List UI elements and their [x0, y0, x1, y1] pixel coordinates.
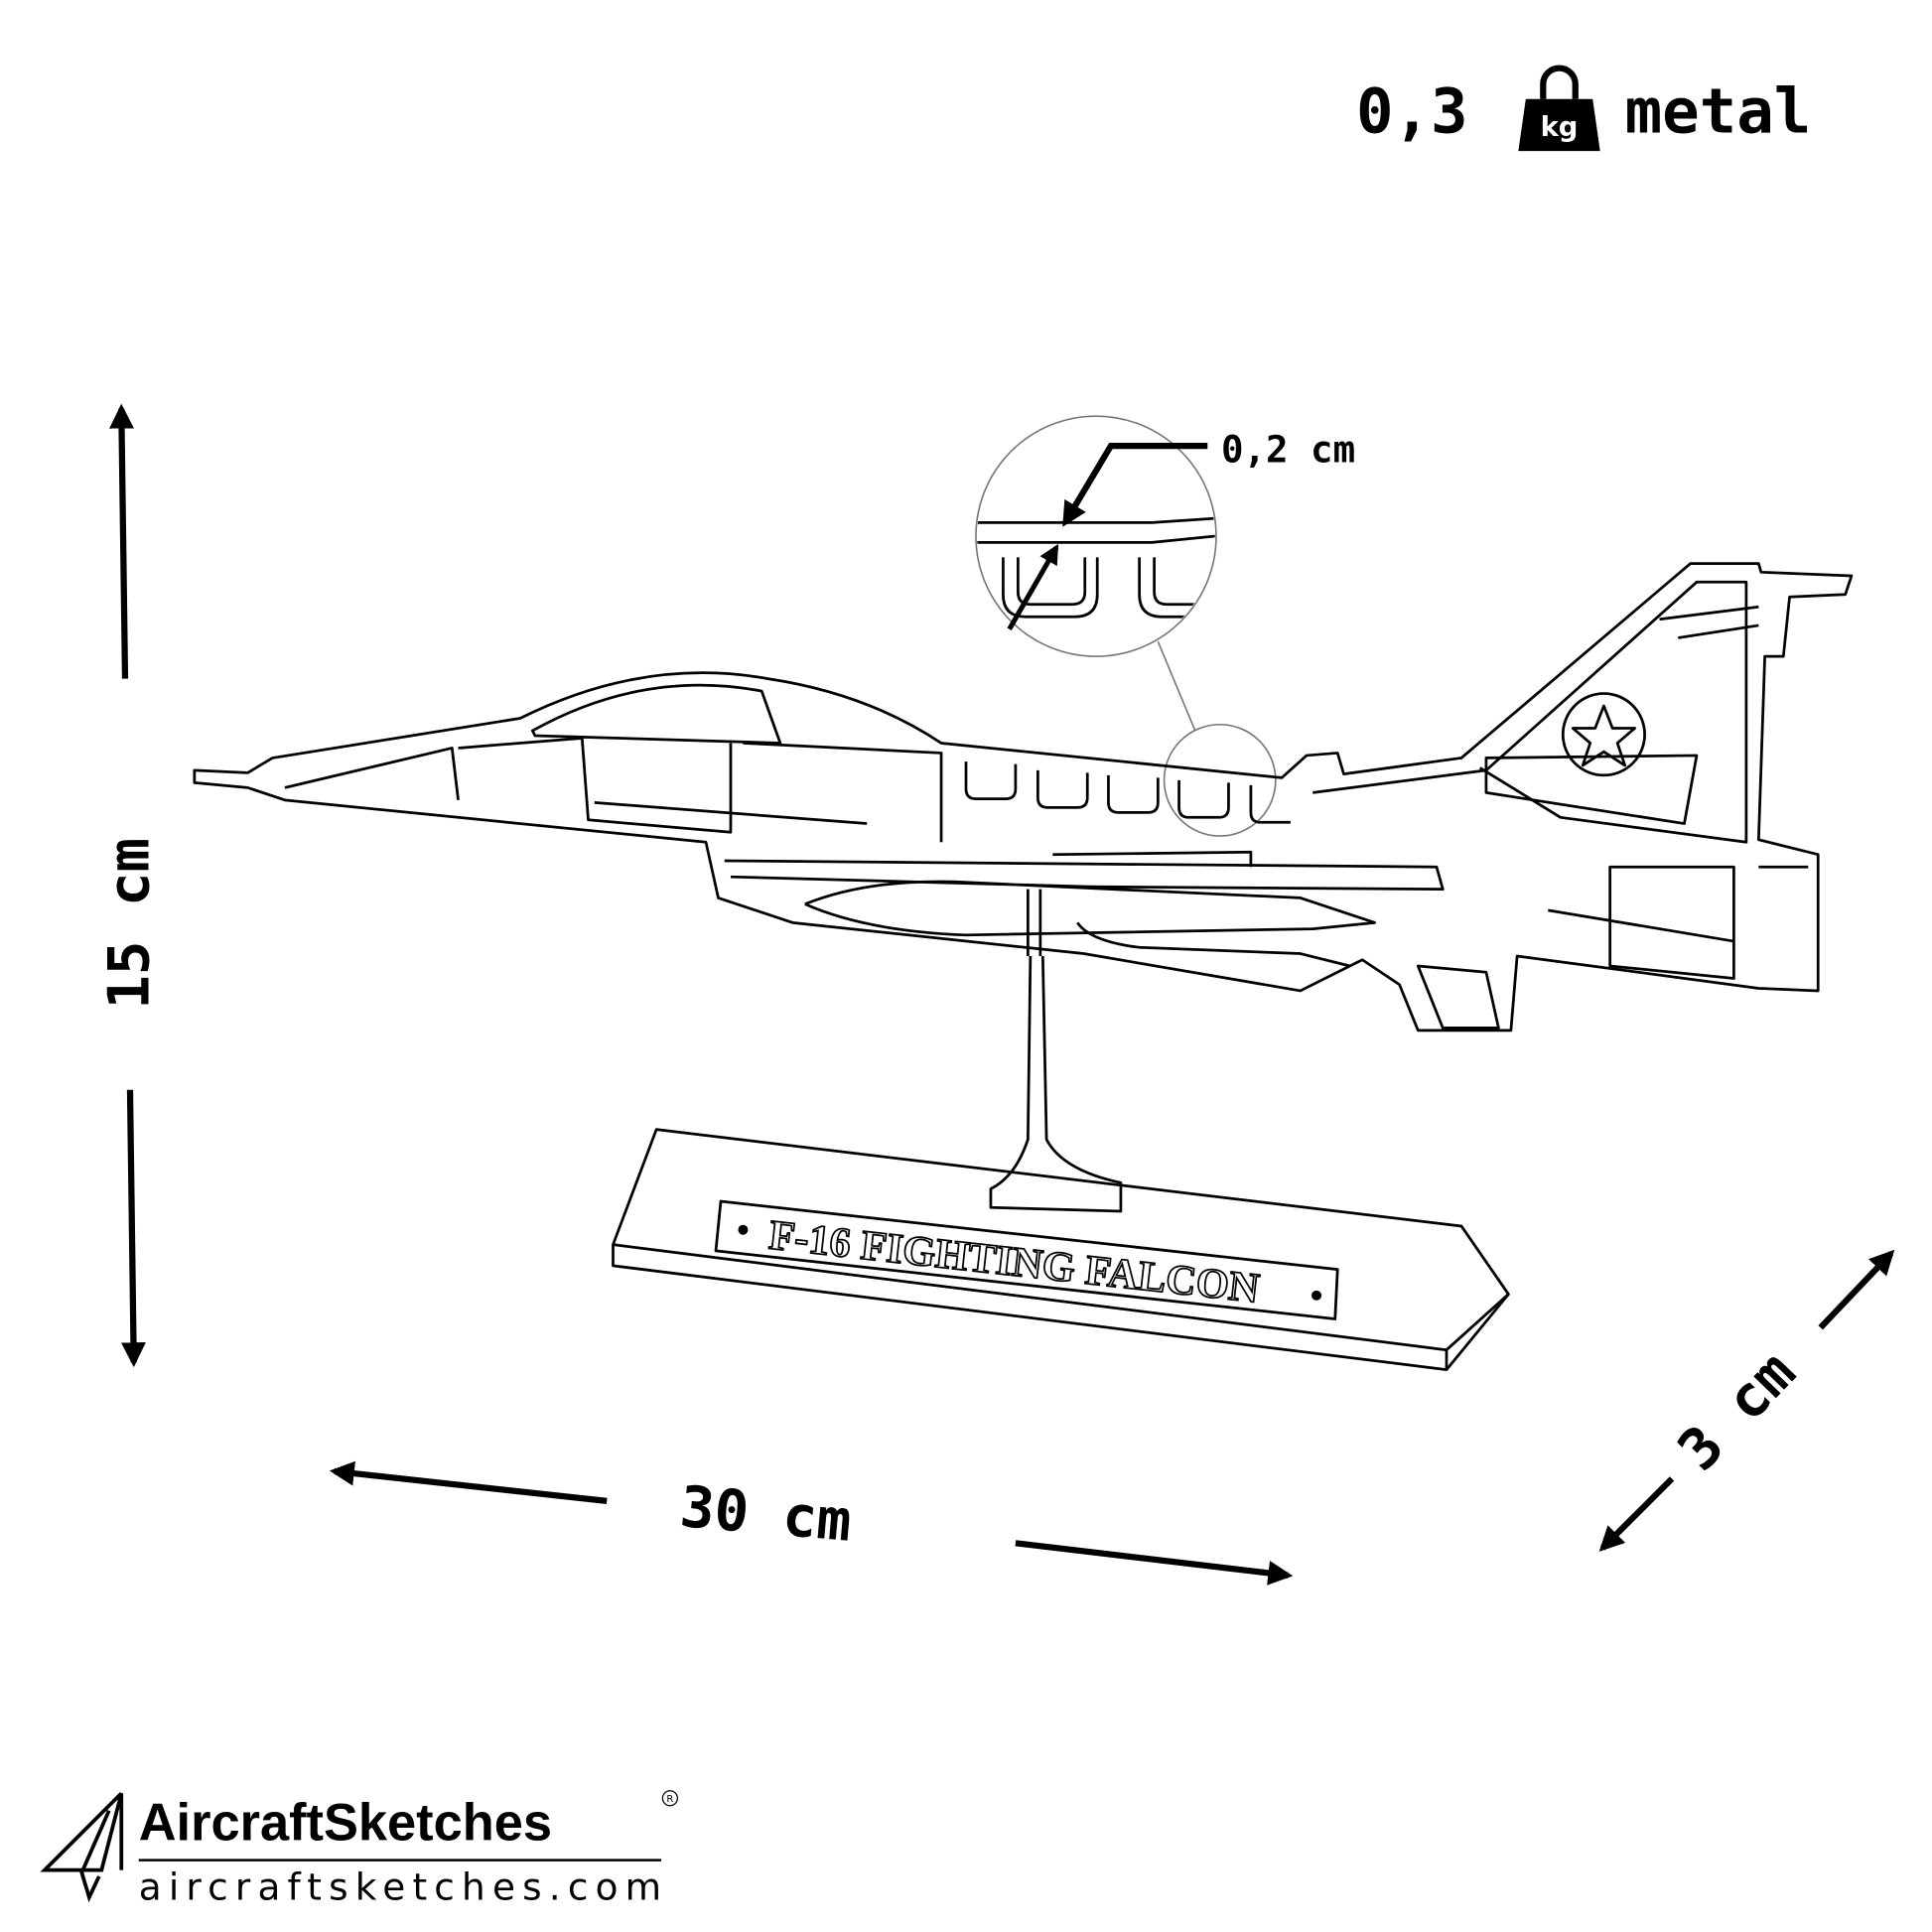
thickness-callout: 0,2 cm	[975, 415, 1355, 837]
magnifier-circle	[975, 415, 1217, 657]
material-label: metal	[1625, 74, 1812, 147]
thickness-label: 0,2 cm	[1221, 427, 1355, 471]
name-plaque: F-16 FIGHTING FALCON	[714, 1199, 1339, 1320]
width-arrow-left	[329, 1460, 608, 1504]
depth-dimension: 3 cm	[1598, 1249, 1895, 1552]
brand-name: AircraftSketches	[139, 1795, 552, 1853]
height-arrow-down	[120, 1089, 146, 1368]
width-label: 30 cm	[677, 1473, 854, 1555]
width-arrow-right	[1015, 1540, 1294, 1586]
paper-plane-icon	[40, 1791, 124, 1903]
svg-text:kg: kg	[1541, 112, 1579, 143]
weight-header: 0,3 kg metal	[1356, 65, 1812, 152]
f16-aircraft-outline	[193, 562, 1854, 1033]
depth-label: 3 cm	[1665, 1338, 1808, 1483]
width-dimension: 30 cm	[329, 1460, 1294, 1586]
depth-arrow-up	[1818, 1249, 1895, 1330]
weight-bag-icon: kg	[1518, 65, 1600, 152]
plaque-text: F-16 FIGHTING FALCON	[766, 1212, 1262, 1312]
brand-url[interactable]: aircraftsketches.com	[139, 1865, 661, 1909]
height-dimension: 15 cm	[96, 403, 163, 1368]
display-stand: F-16 FIGHTING FALCON	[612, 955, 1510, 1372]
weight-value: 0,3	[1356, 74, 1468, 147]
height-arrow-up	[109, 403, 134, 679]
height-label: 15 cm	[96, 838, 163, 1010]
registered-mark: R	[666, 1794, 673, 1805]
brand-logo: AircraftSketches R aircraftsketches.com	[40, 1790, 678, 1909]
detail-circle	[1163, 723, 1277, 837]
depth-arrow-down	[1598, 1476, 1675, 1552]
